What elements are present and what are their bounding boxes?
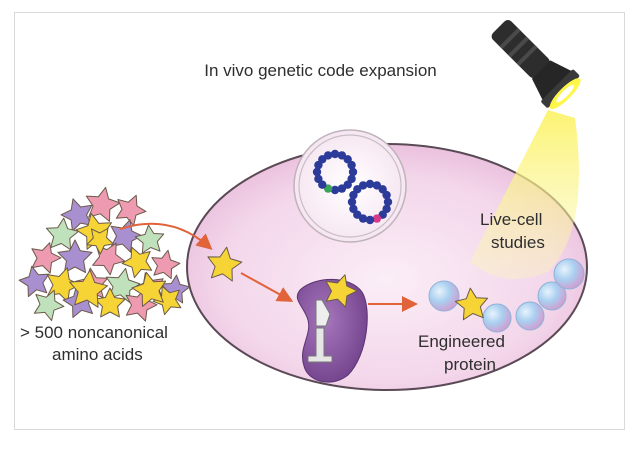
uptake-arrow	[119, 222, 213, 250]
star-icon	[131, 271, 167, 307]
tRNA-amino-acid-star	[325, 274, 358, 308]
star-icon	[60, 198, 93, 232]
plasmid	[312, 149, 358, 195]
star-icon	[207, 246, 243, 282]
star-icon	[31, 242, 62, 274]
live-cell-label-line1: Live-cell	[480, 210, 543, 229]
protein-label-line2: protein	[444, 355, 496, 374]
star-icon	[125, 288, 158, 322]
incorporation-arrow	[240, 272, 294, 302]
flashlight-icon	[491, 20, 581, 110]
engineered-protein-chain	[428, 258, 585, 333]
diagram-title: In vivo genetic code expansion	[204, 61, 437, 80]
protein-label-line1: Engineered	[418, 332, 505, 351]
star-icon	[33, 289, 65, 322]
star-icon	[121, 246, 153, 279]
star-icon	[454, 287, 489, 321]
star-icon	[105, 267, 141, 303]
star-icon	[69, 269, 108, 308]
star-icon	[134, 224, 165, 254]
live-cell-label-line2: studies	[491, 233, 545, 252]
star-icon	[325, 274, 358, 308]
ribosome	[296, 278, 368, 383]
amino-acids-label-line2: amino acids	[52, 345, 143, 364]
plasmid	[347, 179, 393, 225]
star-icon	[57, 239, 93, 274]
star-icon	[45, 217, 80, 251]
star-icon	[18, 265, 50, 298]
light-beam	[470, 110, 579, 280]
star-icon	[85, 186, 121, 222]
star-icon	[151, 249, 181, 280]
star-icon	[94, 287, 126, 318]
star-icon	[110, 219, 143, 253]
noncanonical-amino-acid-star-pile	[18, 186, 191, 322]
star-icon	[86, 227, 114, 255]
amino-acids-label-line1: > 500 noncanonical	[20, 323, 168, 342]
star-icon	[115, 194, 147, 227]
amino-acid-star	[207, 246, 243, 282]
